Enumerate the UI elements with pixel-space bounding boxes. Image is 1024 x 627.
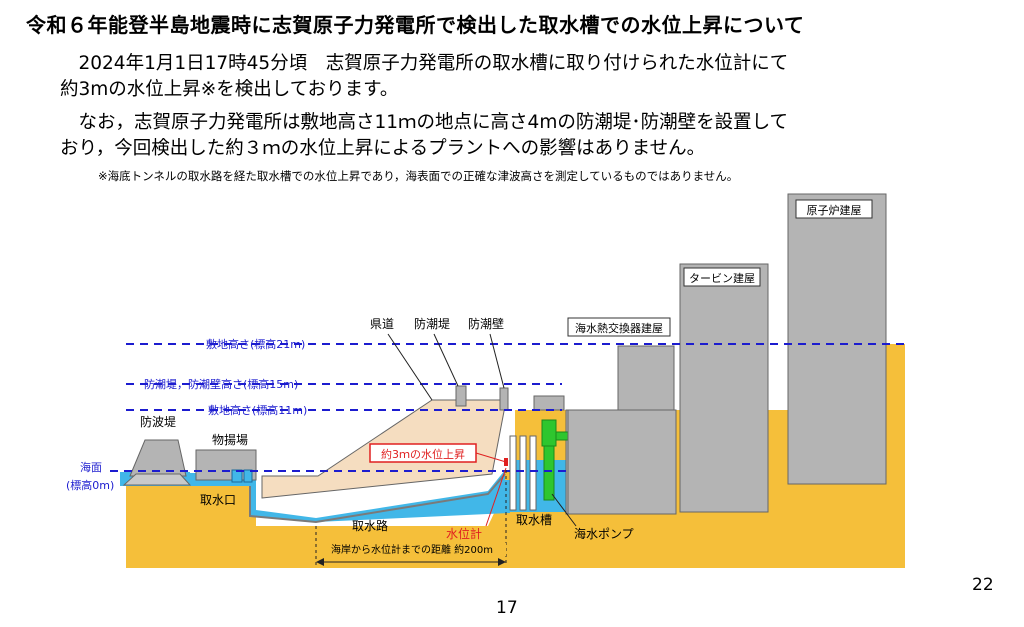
paragraph-line: なお，志賀原子力発電所は敷地高さ11ｍの地点に高さ4mの防潮堤･防潮壁を設置して: [60, 112, 789, 133]
water-gauge-leader: [485, 467, 507, 527]
rise-leader: [475, 452, 507, 463]
breakwater-base: [122, 473, 192, 486]
road-leader: [387, 333, 433, 401]
page-title: 令和６年能登半島地震時に志賀原子力発電所で検出した取水槽での水位上昇について: [26, 13, 805, 37]
seawall-label: 防潮堤: [414, 316, 450, 331]
tidewall-label: 防潮壁: [468, 316, 504, 331]
building-reactor: [787, 193, 887, 485]
breakwater-label: 防波堤: [140, 414, 176, 429]
intake-tank-wall: [529, 435, 537, 511]
ground-left: [126, 486, 316, 568]
pump-label: 海水ポンプ: [574, 526, 634, 541]
distance-arrowhead-right: [498, 558, 506, 566]
distance-arrowhead-left: [316, 558, 324, 566]
page-number: 17: [496, 598, 518, 618]
turbine-label: タービン建屋: [689, 271, 755, 285]
tidewall-leader: [489, 333, 505, 389]
yard-label: 物揚場: [212, 433, 248, 447]
tidewall: [499, 387, 509, 411]
paragraph-line: 約3mの水位上昇※を検出しております。: [60, 79, 399, 100]
yard-block: [243, 469, 253, 483]
intake-tank-water: [510, 460, 570, 512]
level-label-11m: 敷地高さ(標高11m): [208, 403, 307, 417]
paragraph-line: 2024年1月1日17時45分頃 志賀原子力発電所の取水槽に取り付けられた水位計…: [60, 53, 789, 74]
pump-leader: [551, 493, 577, 527]
reactor-label: 原子炉建屋: [807, 203, 862, 217]
paragraph-line: おり，今回検出した約３ｍの水位上昇によるプラントへの影響はありません。: [60, 138, 706, 159]
footnote: ※海底トンネルの取水路を経た取水槽での水位上昇であり，海表面での正確な津波高さを…: [98, 169, 739, 183]
level-label-15m: 防潮堤，防潮壁高さ(標高15m): [144, 377, 298, 391]
intake-channel-label: 取水路: [352, 518, 388, 533]
seawall: [455, 385, 467, 407]
sea-level-sublabel: (標高0m): [66, 478, 114, 492]
channel-lining: [249, 473, 506, 524]
seawall-leader: [433, 333, 459, 387]
rise-label: 約3ｍの水位上昇: [381, 447, 465, 461]
water-gauge-label: 水位計: [446, 526, 482, 541]
distance-label: 海岸から水位計までの距離 約200m: [331, 543, 493, 556]
building-heat-exchanger: [617, 345, 675, 411]
pump-shaft: [543, 445, 555, 501]
road-label: 県道: [370, 317, 394, 331]
building-plant: [567, 409, 677, 515]
wall-cap: [533, 395, 565, 411]
building-turbine: [679, 263, 769, 513]
intake-tank-label: 取水槽: [516, 513, 552, 527]
heat-exchanger-label: 海水熱交換器建屋: [575, 321, 663, 335]
slide-number: 22: [972, 575, 994, 595]
level-label-21m: 敷地高さ(標高21m): [206, 337, 305, 351]
intake-tank-wall: [519, 435, 527, 511]
pump-motor: [541, 419, 557, 447]
intake-mouth-label: 取水口: [200, 493, 236, 507]
sea-level-label: 海面: [80, 460, 102, 474]
intake-tank-wall: [509, 435, 517, 511]
intake-water: [180, 470, 510, 522]
